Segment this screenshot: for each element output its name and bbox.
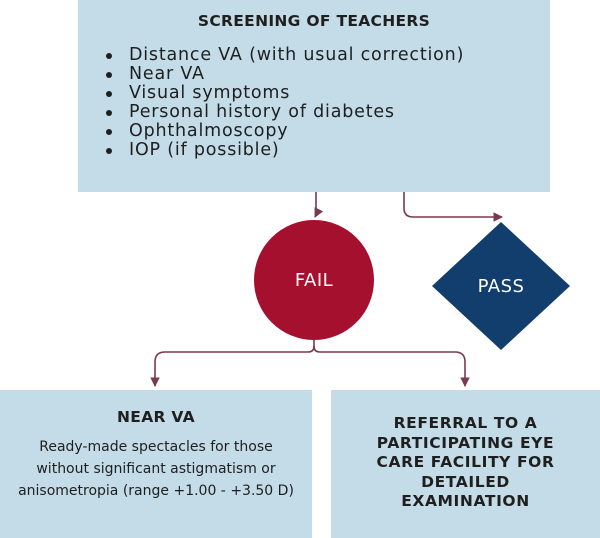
near-va-box: NEAR VA Ready-made spectacles for those …: [0, 390, 312, 538]
screening-title: SCREENING OF TEACHERS: [197, 12, 431, 30]
screening-item: Visual symptoms: [106, 84, 464, 103]
screening-box: SCREENING OF TEACHERS Distance VA (with …: [78, 0, 550, 192]
fail-circle: FAIL: [254, 220, 374, 340]
arrow-fail-branch: [313, 345, 470, 387]
screening-item: Distance VA (with usual correction): [106, 46, 464, 65]
arrow-to-pass: [403, 192, 503, 222]
arrow-fail-branch: [150, 340, 315, 387]
screening-item: Near VA: [106, 65, 464, 84]
near-va-description: Ready-made spectacles for those without …: [18, 439, 294, 499]
referral-box: REFERRAL TO A PARTICIPATING EYE CARE FAC…: [331, 390, 600, 538]
arrow-to-fail: [314, 192, 324, 218]
screening-list: Distance VA (with usual correction) Near…: [106, 46, 464, 160]
fail-label: FAIL: [294, 269, 334, 291]
screening-item: Personal history of diabetes: [106, 103, 464, 122]
near-va-title: NEAR VA: [117, 408, 195, 426]
pass-label: PASS: [477, 275, 525, 297]
referral-title: REFERRAL TO A PARTICIPATING EYE CARE FAC…: [376, 414, 555, 510]
screening-item: Ophthalmoscopy: [106, 122, 464, 141]
screening-item: IOP (if possible): [106, 141, 464, 160]
